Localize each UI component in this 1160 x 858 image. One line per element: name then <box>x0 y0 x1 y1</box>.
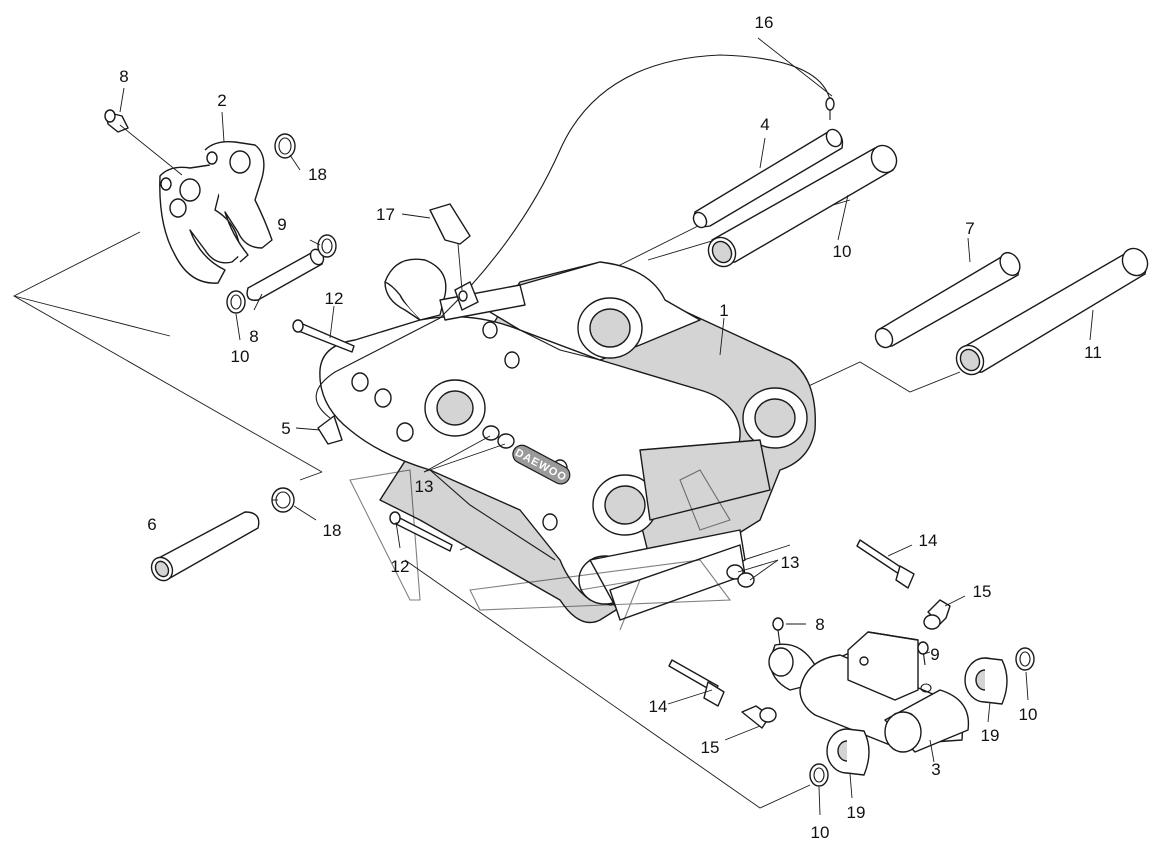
callout-10-bottom: 10 <box>811 823 830 842</box>
pin-9 <box>246 248 325 301</box>
wire-rope-16 <box>315 54 835 419</box>
callout-15-upper: 15 <box>973 582 992 601</box>
callout-17: 17 <box>376 205 395 224</box>
callout-14-lower: 14 <box>649 697 668 716</box>
callout-labels: 16 8 2 18 17 4 10 7 11 9 8 10 12 1 5 13 … <box>119 13 1102 842</box>
bolts-12 <box>292 319 453 552</box>
callout-7: 7 <box>965 219 974 238</box>
pin-6 <box>150 511 260 582</box>
callout-14-upper: 14 <box>919 531 938 550</box>
callout-8-top: 8 <box>119 67 128 86</box>
pin-11-lower <box>955 247 1149 376</box>
callout-16: 16 <box>755 13 774 32</box>
callout-2: 2 <box>217 91 226 110</box>
callout-leaders <box>119 37 1094 816</box>
snap-rings <box>226 133 1035 787</box>
callout-18-bottom: 18 <box>323 521 342 540</box>
lever-bracket <box>159 140 273 284</box>
hydraulic-cylinder-3 <box>768 617 970 753</box>
callout-8-middle: 8 <box>815 615 824 634</box>
clip-17 <box>429 203 479 311</box>
callout-11-upper: 10 <box>833 242 852 261</box>
callout-10-left: 10 <box>231 347 250 366</box>
callout-3: 3 <box>931 760 940 779</box>
callout-10-right: 10 <box>1019 705 1038 724</box>
callout-19-right: 19 <box>981 726 1000 745</box>
callout-12-lower: 12 <box>391 557 410 576</box>
callout-13-right: 13 <box>781 553 800 572</box>
coupler-body: DAEWOO <box>319 258 816 624</box>
callout-15-lower: 15 <box>701 738 720 757</box>
callout-11-lower: 11 <box>1084 343 1102 362</box>
pin-7 <box>874 251 1021 349</box>
pin-4 <box>692 128 844 229</box>
bolts-14 <box>668 539 915 707</box>
callout-12-upper: 12 <box>325 289 344 308</box>
callout-9: 8 <box>249 327 258 346</box>
pin-11-upper <box>707 144 898 268</box>
callout-6: 6 <box>147 515 156 534</box>
spacers-19 <box>826 657 1008 776</box>
callout-10-upper: 9 <box>277 215 286 234</box>
callout-18-top: 18 <box>308 165 327 184</box>
retaining-pin-5 <box>317 415 343 445</box>
callout-8-right: 9 <box>930 645 939 664</box>
ghost-outline <box>349 469 732 631</box>
callout-4: 4 <box>760 115 769 134</box>
callout-19-bottom: 19 <box>847 803 866 822</box>
callout-1: 1 <box>719 301 728 320</box>
nuts-13 <box>482 425 755 588</box>
callout-5: 5 <box>281 419 290 438</box>
callout-13-left: 13 <box>415 477 434 496</box>
fittings-15 <box>741 599 951 729</box>
